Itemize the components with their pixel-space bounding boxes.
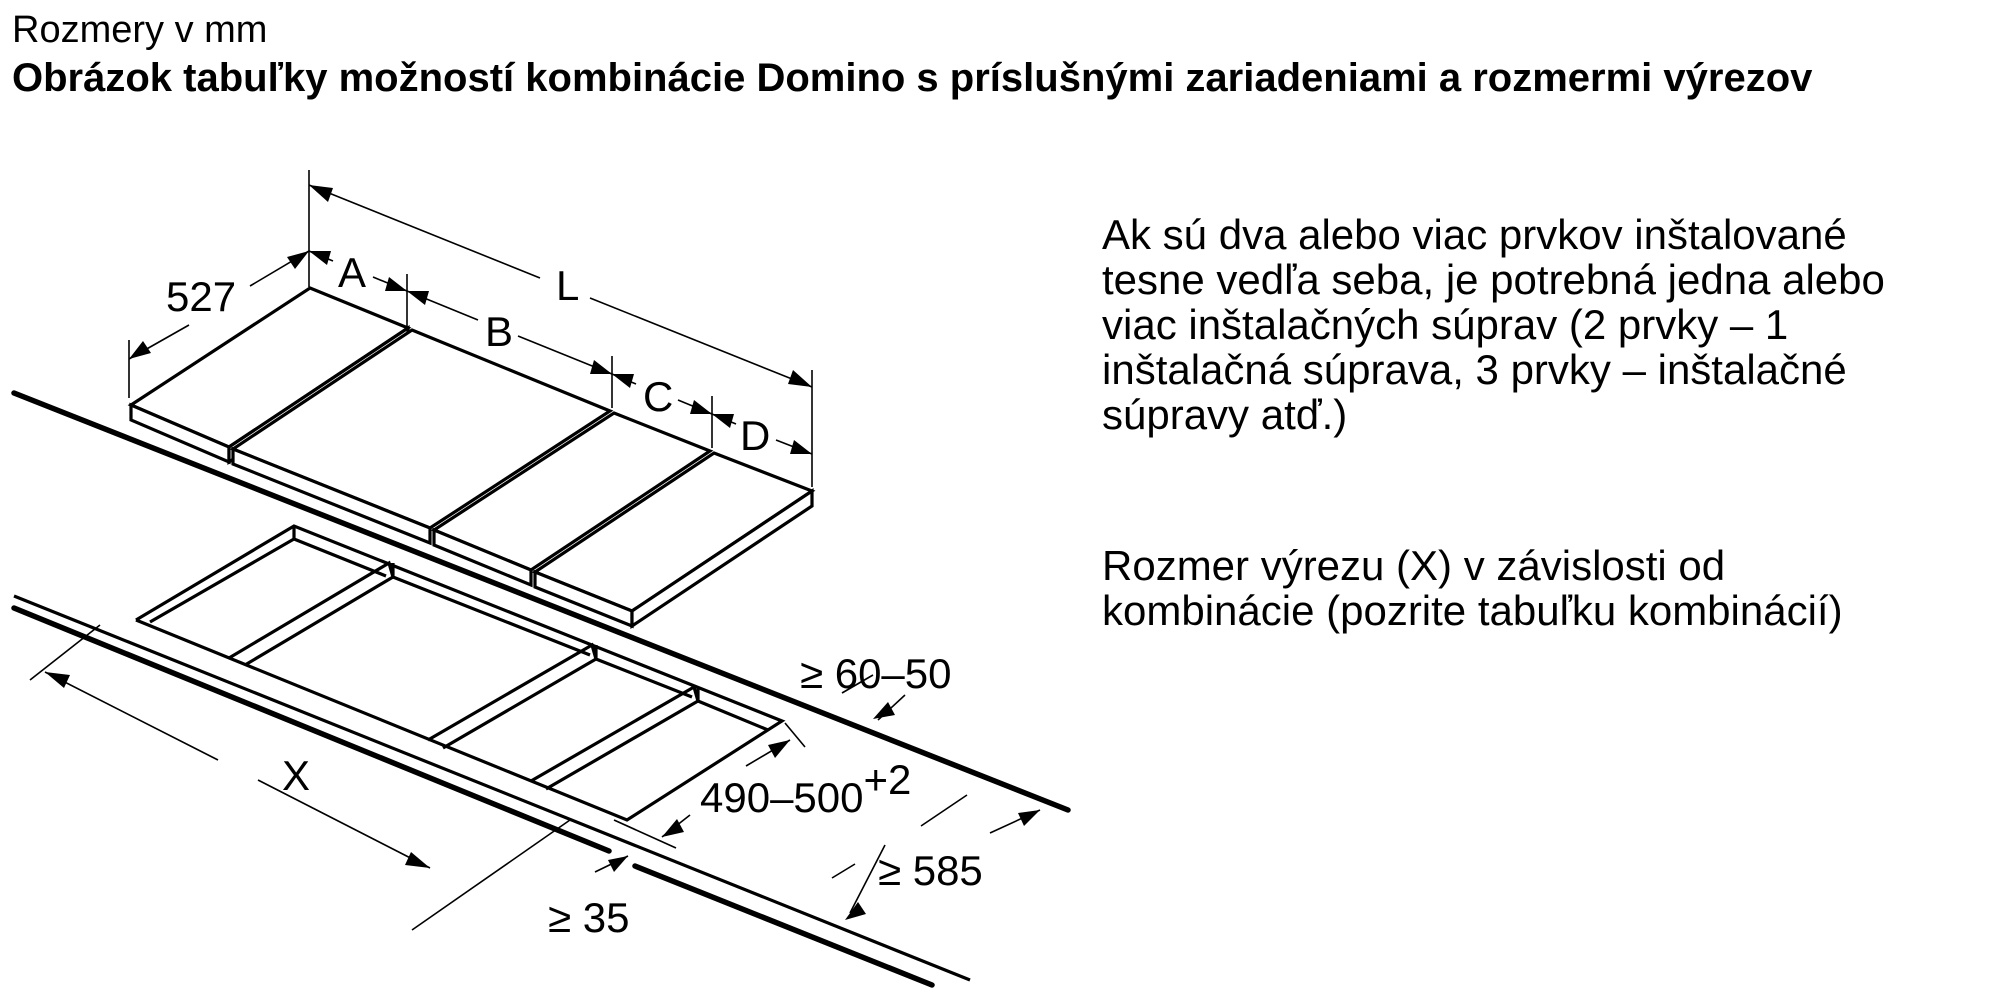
cutout-dimension-note: Rozmer výrezu (X) v závislosti od kombin… [1102,542,1843,634]
units-caption: Rozmery v mm [12,9,268,51]
hob-modules [127,286,816,629]
dim-label-l: L [556,262,579,309]
hob-dimensions: L A B C D 527 [128,170,813,487]
dim-label-x: X [282,752,310,799]
dim-label-490-500: 490–500+2 [700,756,911,821]
installation-kit-note: Ak sú dva alebo viac prvkov inštalované … [1102,211,1885,438]
hob-module-b [229,328,614,546]
dim-label-527: 527 [166,273,236,320]
dim-label-d: D [740,412,770,459]
dim-label-rear-distance: ≥ 60–50 [800,650,952,697]
worktop-front-edges [11,594,971,988]
dim-label-worktop-depth: ≥ 585 [878,847,983,894]
figure-title: Obrázok tabuľky možností kombinácie Domi… [12,56,1813,100]
dim-label-front-distance: ≥ 35 [548,894,629,941]
cutout-dimensions: X 490–500+2 ≥ 60–50 ≥ 35 ≥ 585 [29,624,1041,941]
hob-module-d [531,451,816,629]
worktop-rear-edge [11,390,1071,813]
worktop-cutout [135,524,786,822]
dim-label-a: A [338,249,366,296]
dim-label-b: B [485,308,513,355]
hob-module-c [430,411,714,588]
dim-label-c: C [643,373,673,420]
